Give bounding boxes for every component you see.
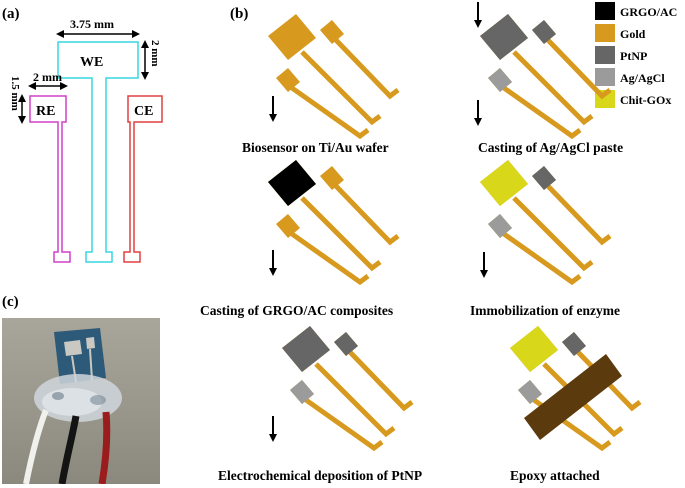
legend-item-gold: Gold: [595, 24, 646, 42]
step-caption-2: Casting of Ag/AgCl paste: [478, 140, 623, 155]
step-caption-6: Epoxy attached: [510, 468, 600, 483]
legend-item-ptnp: PtNP: [595, 46, 647, 64]
counter-electrode-outline: [123, 95, 163, 263]
legend-label-chit-gox: Chit-GOx: [620, 93, 671, 107]
height-side-label: 1.5 mm: [9, 76, 21, 111]
legend-swatch-ptnp: [595, 46, 615, 64]
we-label: WE: [80, 55, 103, 70]
legend: GRGO/AC Gold PtNP Ag/AgCl Chit-GOx: [595, 2, 677, 108]
step-enzyme-immobilization: Immobilization of enzyme: [470, 160, 620, 318]
legend-label-gold: Gold: [620, 27, 646, 41]
step-caption-4: Immobilization of enzyme: [470, 303, 620, 318]
height-we-label: 2 mm: [149, 40, 161, 67]
step-ag-agcl-casting: Casting of Ag/AgCl paste: [474, 2, 623, 155]
legend-label-grgo-ac: GRGO/AC: [620, 5, 677, 19]
width-top-label: 3.75 mm: [70, 17, 114, 31]
panel-label-b: (b): [230, 6, 248, 22]
working-electrode-outline: [57, 41, 139, 263]
electrode-diagram-step-3: [268, 160, 398, 282]
step-caption-1: Biosensor on Ti/Au wafer: [242, 140, 389, 155]
panel-label-c: (c): [2, 294, 19, 310]
legend-item-grgo-ac: GRGO/AC: [595, 2, 677, 20]
panel-label-a: (a): [2, 6, 20, 22]
electrode-diagram-step-2: [480, 14, 610, 136]
legend-swatch-ag-agcl: [595, 68, 615, 86]
step-grgo-ac-casting: Casting of GRGO/AC composites: [200, 160, 398, 318]
step-caption-3: Casting of GRGO/AC composites: [200, 303, 393, 318]
legend-item-chit-gox: Chit-GOx: [595, 90, 671, 108]
reference-electrode-outline: [29, 95, 71, 263]
electrode-diagram-step-5: [282, 326, 412, 448]
step-ptnp-deposition: Electrochemical deposition of PtNP: [218, 326, 422, 483]
electrode-layout: WE RE CE 3.75 mm 2 mm 2 mm 1.5 mm: [9, 17, 163, 263]
device-photo: [2, 318, 160, 484]
red-wire: [98, 411, 111, 484]
white-wire: [23, 408, 49, 484]
black-wire: [58, 415, 80, 484]
electrode-diagram-step-4: [480, 160, 610, 282]
ce-label: CE: [134, 104, 153, 119]
legend-item-ag-agcl: Ag/AgCl: [595, 68, 665, 86]
legend-swatch-grgo-ac: [595, 2, 615, 20]
step-epoxy-attached: Epoxy attached: [510, 326, 640, 483]
legend-swatch-gold: [595, 24, 615, 42]
step-biosensor-wafer: Biosensor on Ti/Au wafer: [242, 14, 398, 155]
electrode-diagram-step-6: [510, 326, 640, 448]
step-caption-5: Electrochemical deposition of PtNP: [218, 468, 422, 483]
electrode-diagram-step-1: [268, 14, 398, 136]
legend-label-ptnp: PtNP: [620, 49, 647, 63]
re-label: RE: [36, 104, 55, 119]
epoxy-bar: [524, 354, 622, 440]
legend-label-ag-agcl: Ag/AgCl: [620, 71, 665, 85]
width-side-label: 2 mm: [33, 70, 62, 84]
